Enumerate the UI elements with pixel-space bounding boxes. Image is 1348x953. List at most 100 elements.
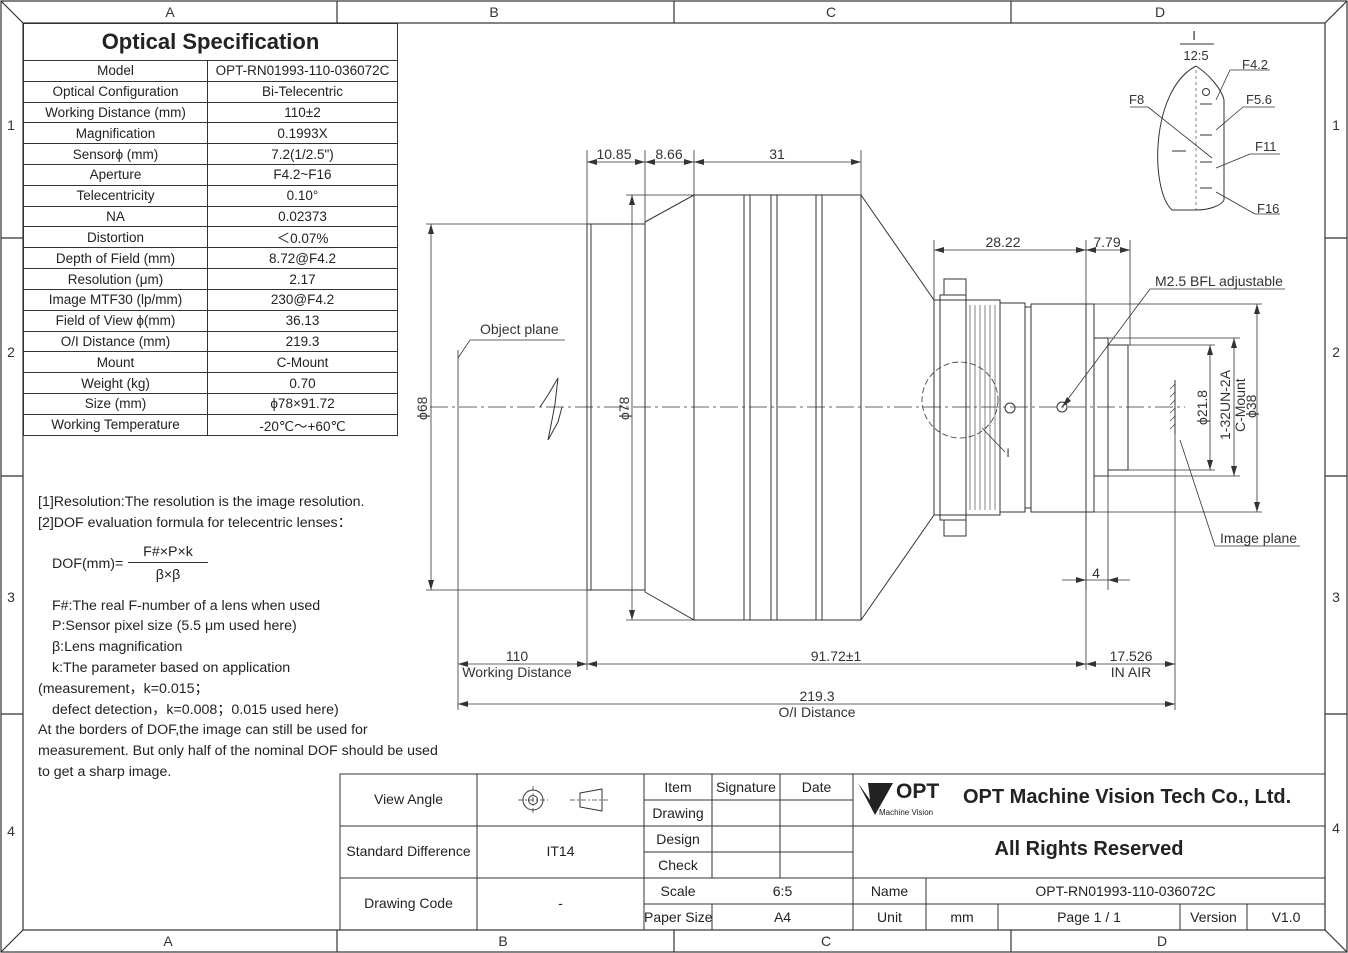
air-value: 17.526	[1110, 648, 1153, 664]
cmount-label: C-Mount	[1232, 378, 1248, 432]
view-angle-label: View Angle	[373, 791, 443, 807]
def-k: k:The parameter based on application	[52, 659, 291, 676]
spec-value: 0.70	[207, 372, 398, 394]
object-plane-label: Object plane	[480, 321, 559, 337]
dim-10-85: 10.85	[596, 146, 631, 162]
company-name: OPT Machine Vision Tech Co., Ltd.	[963, 786, 1292, 808]
col-label-a-top: A	[165, 4, 175, 20]
spec-value: 36.13	[207, 309, 398, 332]
note-dof-heading: [2]DOF evaluation formula for telecentri…	[38, 514, 352, 531]
dim-4: 4	[1092, 565, 1100, 581]
spec-value: 230@F4.2	[207, 288, 398, 311]
formula-numerator: F#×P×k	[128, 542, 208, 564]
spec-label: Size (mm)	[23, 392, 208, 415]
spec-label: Depth of Field (mm)	[23, 247, 208, 270]
bfl-note: M2.5 BFL adjustable	[1155, 273, 1283, 289]
dim-8-66: 8.66	[655, 146, 682, 162]
spec-title: Optical Specification	[23, 23, 398, 61]
name-value: OPT-RN01993-110-036072C	[1035, 883, 1216, 899]
air-label: IN AIR	[1111, 664, 1151, 680]
spec-label: Weight (kg)	[23, 372, 208, 394]
row-label-4-left: 4	[7, 823, 15, 839]
dia-21-8-label: ϕ21.8	[1194, 390, 1210, 425]
spec-row: Weight (kg)0.70	[23, 372, 398, 394]
spec-label: Working Distance (mm)	[23, 101, 208, 124]
spec-row: Working Temperature-20℃～+60℃	[23, 413, 398, 436]
spec-label: Model	[23, 60, 208, 82]
oi-value: 219.3	[799, 688, 834, 704]
spec-label: Magnification	[23, 122, 208, 145]
dimension-lines	[426, 150, 1300, 710]
lens-outline	[430, 194, 1185, 621]
spec-value: 0.1993X	[207, 122, 398, 145]
spec-value: C-Mount	[207, 351, 398, 374]
spec-row: Depth of Field (mm)8.72@F4.2	[23, 247, 398, 270]
spec-label: Image MTF30 (lp/mm)	[23, 288, 208, 311]
spec-label: Aperture	[23, 163, 208, 186]
spec-label: Distortion	[23, 226, 208, 249]
paper-size-label: Paper Size	[644, 909, 713, 925]
wd-value: 110	[506, 648, 529, 664]
def-k-measurement: (measurement，k=0.015；	[38, 680, 209, 697]
paper-size-value: A4	[773, 909, 792, 925]
logo-subtitle: Machine Vision	[879, 808, 934, 817]
def-beta: β:Lens magnification	[52, 639, 183, 656]
col-label-d-top: D	[1155, 4, 1165, 20]
drawing-code-label: Drawing Code	[364, 895, 453, 911]
standard-difference-value: IT14	[546, 843, 575, 859]
spec-row: Distortion＜0.07%	[23, 226, 398, 249]
title-block-grid	[339, 773, 1326, 931]
f8-label: F8	[1129, 92, 1144, 107]
f56-label: F5.6	[1246, 92, 1272, 107]
row-label-1-left: 1	[7, 117, 15, 133]
dia-68-label: ϕ68	[414, 396, 430, 420]
f42-label: F4.2	[1242, 57, 1268, 72]
unit-value: mm	[950, 909, 974, 925]
drawing-row-label: Drawing	[652, 805, 704, 821]
rights-notice: All Rights Reserved	[994, 838, 1184, 860]
note-tail-1: At the borders of DOF,the image can stil…	[38, 722, 368, 739]
dia-38-label: ϕ38	[1243, 394, 1259, 418]
spec-value: -20℃～+60℃	[207, 413, 398, 436]
wd-label: Working Distance	[462, 664, 572, 680]
row-label-3-left: 3	[7, 589, 15, 605]
col-label-b-top: B	[489, 4, 498, 20]
dia-78-label: ϕ78	[616, 396, 632, 420]
f16-label: F16	[1257, 201, 1279, 216]
version-value: V1.0	[1271, 909, 1301, 925]
spec-label: Optical Configuration	[23, 80, 208, 103]
col-label-d-bottom: D	[1157, 933, 1167, 949]
spec-row: Working Distance (mm)110±2	[23, 101, 398, 124]
standard-difference-label: Standard Difference	[346, 843, 471, 859]
def-fnumber: F#:The real F-number of a lens when used	[52, 597, 321, 614]
detail-title: I	[1192, 28, 1196, 43]
scale-value: 6:5	[772, 883, 793, 899]
notes-block: [1]Resolution:The resolution is the imag…	[38, 492, 438, 783]
opt-logo-icon	[858, 783, 893, 815]
spec-label: Resolution (μm)	[23, 268, 208, 290]
row-label-2-left: 2	[7, 344, 15, 360]
signature-header: Signature	[716, 779, 776, 795]
spec-label: NA	[23, 205, 208, 228]
dim-31: 31	[769, 146, 785, 162]
def-pixel: P:Sensor pixel size (5.5 μm used here)	[52, 618, 297, 635]
spec-value: F4.2~F16	[207, 163, 398, 186]
projection-angle-icon	[518, 786, 608, 814]
unit-label: Unit	[877, 909, 902, 925]
design-row-label: Design	[656, 831, 700, 847]
lens-length-value: 91.72±1	[811, 648, 862, 664]
spec-value: 7.2(1/2.5")	[207, 143, 398, 165]
dim-28-22: 28.22	[985, 234, 1020, 250]
detail-marker: I	[1006, 446, 1009, 460]
version-label: Version	[1190, 909, 1237, 925]
spec-row: Image MTF30 (lp/mm)230@F4.2	[23, 288, 398, 311]
row-label-1-right: 1	[1332, 117, 1340, 133]
formula-denominator: β×β	[155, 566, 181, 583]
dimension-arrows	[428, 159, 1260, 707]
